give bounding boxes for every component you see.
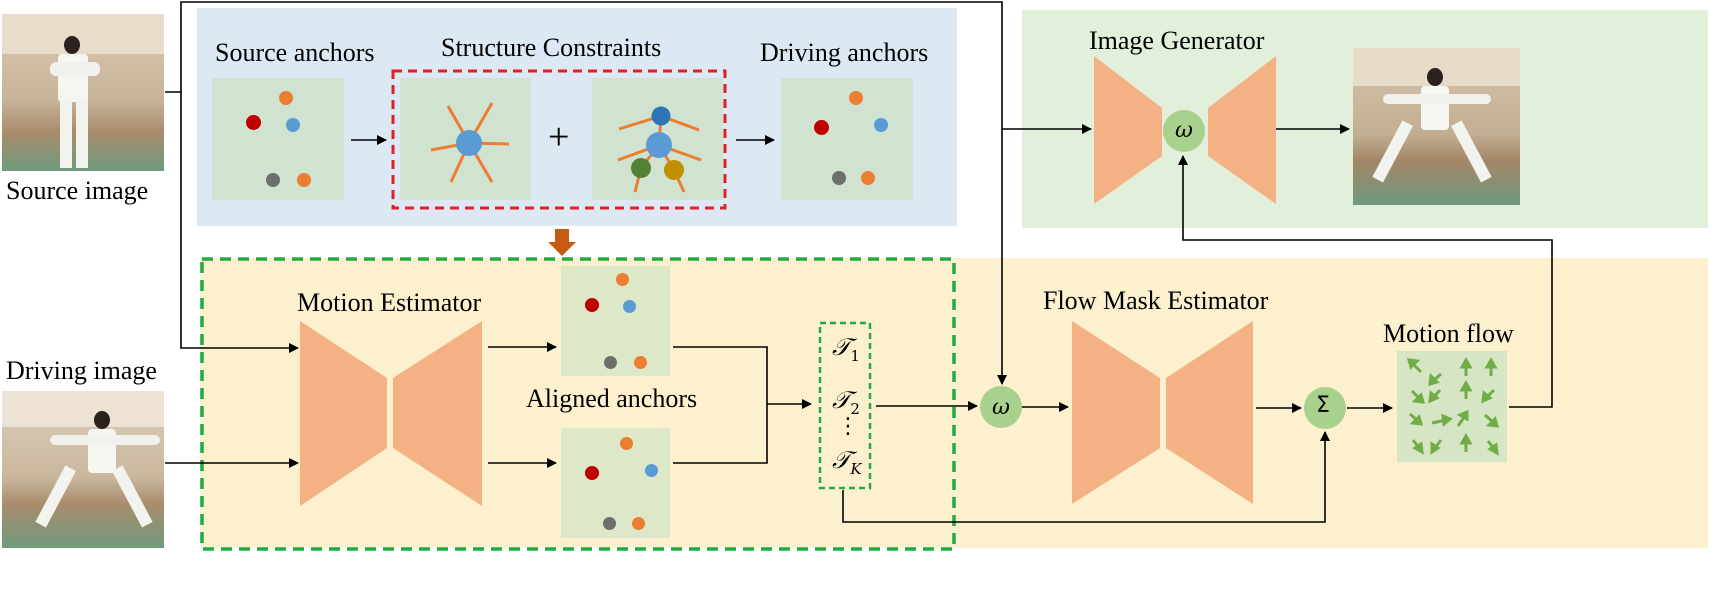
generated-image-photo	[1353, 48, 1520, 205]
image-generator-label: Image Generator	[1089, 26, 1265, 55]
omega-node-lower	[980, 386, 1022, 428]
anchor-dot	[603, 517, 616, 530]
anchor-dot	[874, 118, 888, 132]
source-image-photo	[2, 14, 164, 171]
transform-1: 𝒯1	[832, 333, 860, 365]
tree-constraint-graph	[617, 106, 702, 193]
transform-k-symbol: 𝒯	[832, 446, 851, 474]
anchor-dot	[849, 91, 863, 105]
anchor-dot	[616, 273, 629, 286]
anchor-dot	[585, 466, 599, 480]
driving-anchors-box	[781, 78, 913, 200]
motion-estimator-label: Motion Estimator	[297, 288, 482, 317]
structure-constraints-label: Structure Constraints	[441, 33, 662, 62]
source-image-label: Source image	[6, 176, 149, 205]
driving-image-label: Driving image	[6, 356, 157, 385]
omega-symbol-generator: ω	[1175, 118, 1193, 143]
anchor-dot	[645, 464, 658, 477]
connections	[165, 1, 1553, 523]
source-anchors-box	[212, 78, 344, 200]
anchor-dot	[266, 173, 280, 187]
motion-flow-label: Motion flow	[1383, 319, 1514, 348]
transform-dots: ⋮	[837, 414, 859, 439]
flow-mask-estimator-network	[1072, 321, 1253, 504]
anchor-dot	[297, 173, 311, 187]
transforms-frame	[818, 321, 872, 490]
image-generator-network	[1094, 56, 1276, 204]
transform-k-sub: K	[850, 459, 862, 478]
transform-k: 𝒯K	[832, 446, 862, 478]
aligned-anchors-top-box	[561, 266, 670, 376]
transform-2: 𝒯2	[832, 386, 860, 418]
anchor-dot	[814, 120, 829, 135]
motion-flow-arrows	[1406, 356, 1500, 456]
source-anchors-label: Source anchors	[215, 38, 375, 67]
transform-1-sub: 1	[850, 346, 860, 365]
constraint-down-arrow	[548, 229, 576, 256]
structure-constraints-frame	[391, 69, 727, 210]
anchor-dot	[585, 298, 599, 312]
flow-mask-estimator-label: Flow Mask Estimator	[1043, 286, 1269, 315]
omega-symbol-lower: ω	[992, 395, 1010, 420]
driving-anchors-label: Driving anchors	[760, 38, 929, 67]
anchor-dot	[623, 300, 636, 313]
aligned-anchors-bottom-box	[561, 428, 670, 538]
aligned-anchors-label: Aligned anchors	[526, 384, 698, 413]
anchor-dot	[632, 517, 645, 530]
transform-1-symbol: 𝒯	[832, 333, 851, 361]
anchor-dot	[634, 356, 647, 369]
anchor-dot	[286, 118, 300, 132]
anchor-dot	[620, 437, 633, 450]
sigma-symbol: Σ	[1316, 393, 1330, 418]
transform-2-sub: 2	[850, 399, 860, 418]
anchor-dot	[604, 356, 617, 369]
anchor-dot	[832, 171, 846, 185]
sigma-node	[1304, 387, 1346, 429]
transform-2-symbol: 𝒯	[832, 386, 851, 414]
anchor-dot	[279, 91, 293, 105]
anchor-dot	[861, 171, 875, 185]
motion-estimator-network	[300, 321, 482, 506]
driving-image-photo	[2, 391, 164, 548]
star-constraint-graph	[430, 102, 510, 183]
plus-sign: +	[548, 116, 570, 158]
anchor-dot	[246, 115, 261, 130]
